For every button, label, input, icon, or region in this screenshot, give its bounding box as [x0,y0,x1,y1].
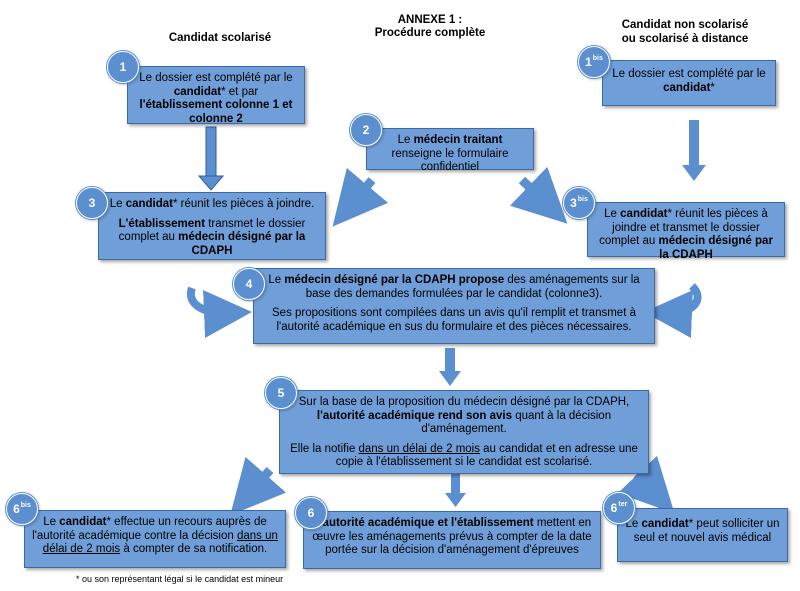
arrow-1-to-3 [197,126,225,191]
step-2-text-1: Le [397,134,414,146]
step-3-p2-bold-1: L'établissement [118,217,206,230]
step-6ter-box: Le candidat* peut solliciter un seul et … [617,508,788,562]
step-3bis-badge-sup: bis [577,195,588,203]
column-heading-right-line-1: Candidat non scolarisé [621,19,749,31]
step-6-badge: 6 [295,497,327,529]
step-6ter-badge-sup: ter [618,500,628,508]
diagram-title: ANNEXE 1 : Procédure complète [330,14,530,40]
step-6ter-text-1: Le [625,518,642,530]
step-2-bold-1: médecin traitant [413,134,503,146]
column-heading-right-line-2: ou scolarisé à distance [621,33,749,45]
arrow-5-to-6bis [230,456,287,516]
step-2-badge-number: 2 [362,123,370,137]
step-6bis-text-3: à compter de sa notification. [120,543,268,555]
column-heading-right: Candidat non scolarisé ou scolarisé à di… [600,18,770,46]
step-5-badge-number: 5 [277,386,285,400]
title-line-2: Procédure complète [374,27,486,39]
step-5-p2-text-2: au candidat et en adresse une copie à l'… [335,442,638,469]
step-3-p1-text-1: Le [109,198,126,210]
step-6bis-bold-1: candidat [59,516,107,528]
step-5-p1-text-2: quant à la décision d'aménagement. [421,409,612,436]
step-6bis-text-1: Le [43,516,60,528]
step-1-text-2: * et par [221,85,259,98]
step-1bis-text-1: Le dossier est complété par le [612,68,766,80]
step-3bis-bold-1: candidat [620,208,668,220]
footnote: * ou son représentant légal si le candid… [76,574,284,584]
step-3bis-badge-number: 3 [570,196,577,210]
step-4-paragraph-1: Le médecin désigné par la CDAPH propose … [260,274,648,301]
step-1bis-badge-sup: bis [592,54,603,62]
step-4-box: Le médecin désigné par la CDAPH propose … [253,268,655,344]
step-6bis-box: Le candidat* effectue un recours auprès … [24,510,286,568]
curved-arrow-left [186,286,252,338]
step-1-badge-number: 1 [119,60,127,74]
step-3-p2-text-1: transmet le dossier complet au [118,217,306,244]
step-6-badge-number: 6 [307,506,315,520]
step-6-bold-1: L'autorité académique et l'établissement [312,517,534,529]
step-4-paragraph-2: Ses propositions sont compilées dans un … [272,307,636,333]
step-1bis-text-2: * [710,81,715,94]
step-6-box: L'autorité académique et l'établissement… [303,511,601,569]
step-5-paragraph-1: Sur la base de la proposition du médecin… [286,396,642,437]
step-3-p1-bold-1: candidat [125,198,173,210]
step-2-box: Le médecin traitant renseigne le formula… [366,128,534,173]
step-3-p2-bold-2: médecin désigné par la CDAPH [178,231,306,257]
step-2-text-2: renseigne le formulaire confidentiel [391,147,509,174]
arrow-4-to-5 [439,348,461,386]
step-5-p1-bold-1: l'autorité académique rend son avis [316,409,512,422]
step-2-badge: 2 [350,114,382,146]
step-5-box: Sur la base de la proposition du médecin… [279,390,649,474]
step-1bis-box: Le dossier est complété par le candidat* [602,60,776,106]
step-3-paragraph-1: Le candidat* réunit les pièces à joindre… [105,198,319,212]
step-3-p1-text-2: * réunit les pièces à joindre. [173,198,315,210]
step-6ter-badge-number: 6 [610,501,618,515]
step-3bis-text-2: * réunit les pièces à joindre et transme… [599,208,768,247]
arrow-2-to-3bis [509,166,568,224]
step-4-badge-number: 4 [245,277,253,291]
step-1bis-badge-number: 1 [585,55,592,69]
step-3bis-box: Le candidat* réunit les pièces à joindre… [587,202,785,261]
title-line-1: ANNEXE 1 : [397,14,463,26]
step-6bis-underlined: dans un délai de 2 mois [42,529,278,556]
step-4-p1-text-1: Le [268,274,285,286]
step-6-text-1: mettent en œuvre les aménagements prévus… [312,517,592,556]
step-1-badge: 1 [107,51,139,83]
step-1-bold-2: l'établissement colonne 1 et colonne 2 [139,99,293,125]
step-4-p1-text-2: des aménagements sur la base des demande… [305,274,640,300]
step-3-badge: 3 [76,187,108,219]
step-5-paragraph-2: Elle la notifie dans un délai de 2 mois … [286,443,642,470]
step-1-bold-1: candidat [173,85,222,98]
step-6bis-text-2: * effectue un recours auprès de l'autori… [32,516,267,542]
step-3-box: Le candidat* réunit les pièces à joindre… [98,192,326,260]
step-1bis-bold-1: candidat [663,81,711,94]
step-6ter-text-2: * peut solliciter un seul et nouvel avis… [633,518,780,544]
column-heading-left: Candidat scolarisé [168,32,272,44]
step-3-badge-number: 3 [88,196,96,210]
step-5-p2-text-1: Elle la notifie [290,442,359,455]
step-6ter-bold-1: candidat [641,518,689,530]
step-1-text-1: Le dossier est complété par le [139,72,293,84]
step-6bis-badge-sup: bis [20,501,31,509]
arrow-5-to-6ter [617,455,675,514]
step-3-paragraph-2: L'établissement transmet le dossier comp… [105,218,319,259]
arrow-1bis-to-3bis [682,120,706,181]
step-4-p1-bold-1: médecin désigné par la CDAPH propose [284,274,505,286]
step-3bis-text-1: Le [604,208,621,220]
step-3bis-bold-2: médecin désigné par la CDAPH [658,235,773,261]
step-5-p1-text-1: Sur la base de la proposition du médecin… [298,396,630,408]
arrow-2-to-3 [332,167,389,227]
step-1-box: Le dossier est complété par le candidat*… [127,66,305,125]
curved-arrow-right [644,283,702,338]
step-5-badge: 5 [265,377,297,409]
step-4-badge: 4 [233,268,265,300]
step-6bis-badge-number: 6 [13,502,20,516]
step-5-p2-underlined: dans un délai de 2 mois [358,442,480,455]
arrow-5-to-6 [445,474,466,507]
